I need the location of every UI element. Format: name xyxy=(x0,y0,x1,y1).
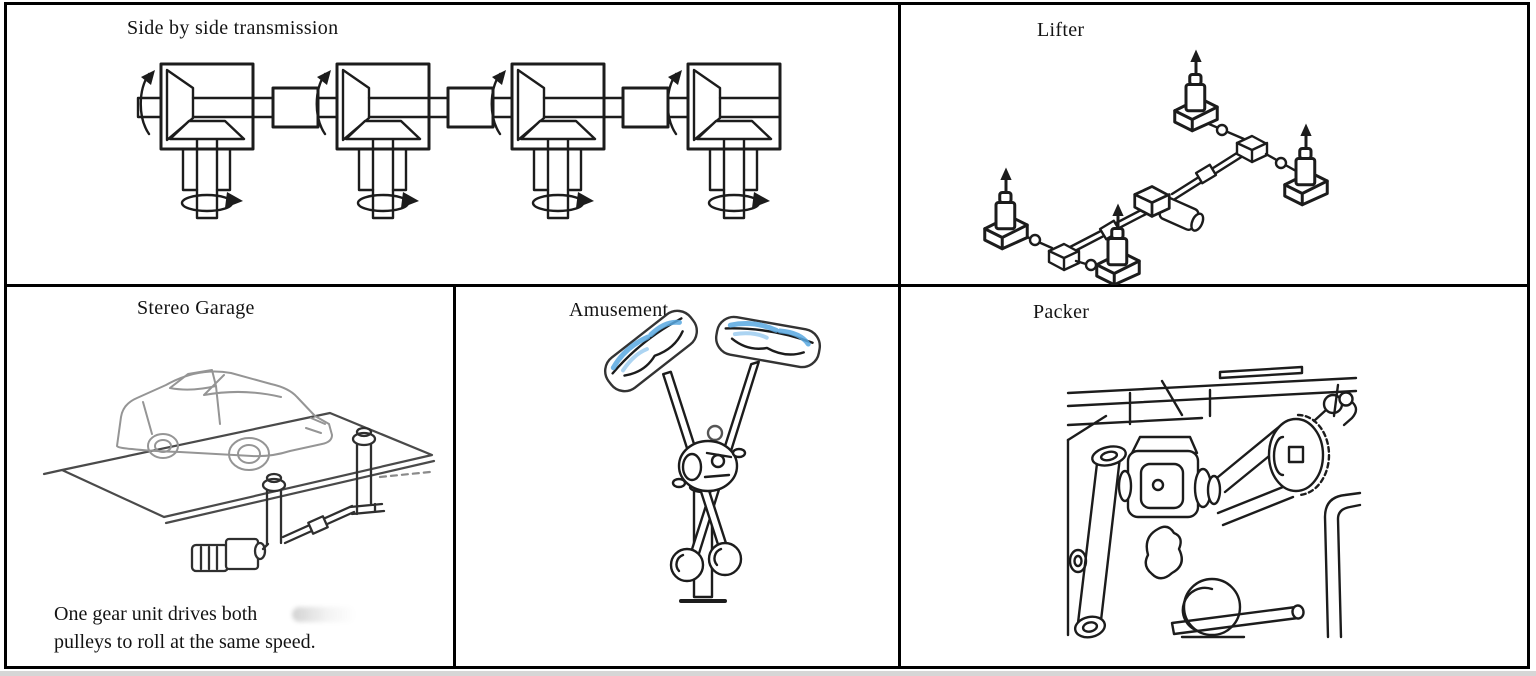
panel-title-packer: Packer xyxy=(1033,301,1090,323)
panel-title-lifter: Lifter xyxy=(1037,19,1085,41)
caption-line-1: One gear unit drives both xyxy=(54,603,258,625)
divider-horizontal xyxy=(5,284,1529,287)
outer-border xyxy=(4,2,1530,669)
divider-bottom-vertical-2 xyxy=(898,287,901,666)
divider-bottom-vertical-1 xyxy=(453,287,456,666)
divider-top-vertical xyxy=(898,5,901,285)
panel-title-amusement: Amusement xyxy=(569,299,669,321)
scan-edge xyxy=(0,671,1536,676)
panel-title-stereo-garage: Stereo Garage xyxy=(137,297,255,319)
panel-title-side-by-side: Side by side transmission xyxy=(127,17,339,39)
caption-line-2: pulleys to roll at the same speed. xyxy=(54,631,316,653)
stereo-garage-caption: One gear unit drives both pulleys to rol… xyxy=(54,600,316,656)
faded-print-smudge xyxy=(292,607,356,622)
